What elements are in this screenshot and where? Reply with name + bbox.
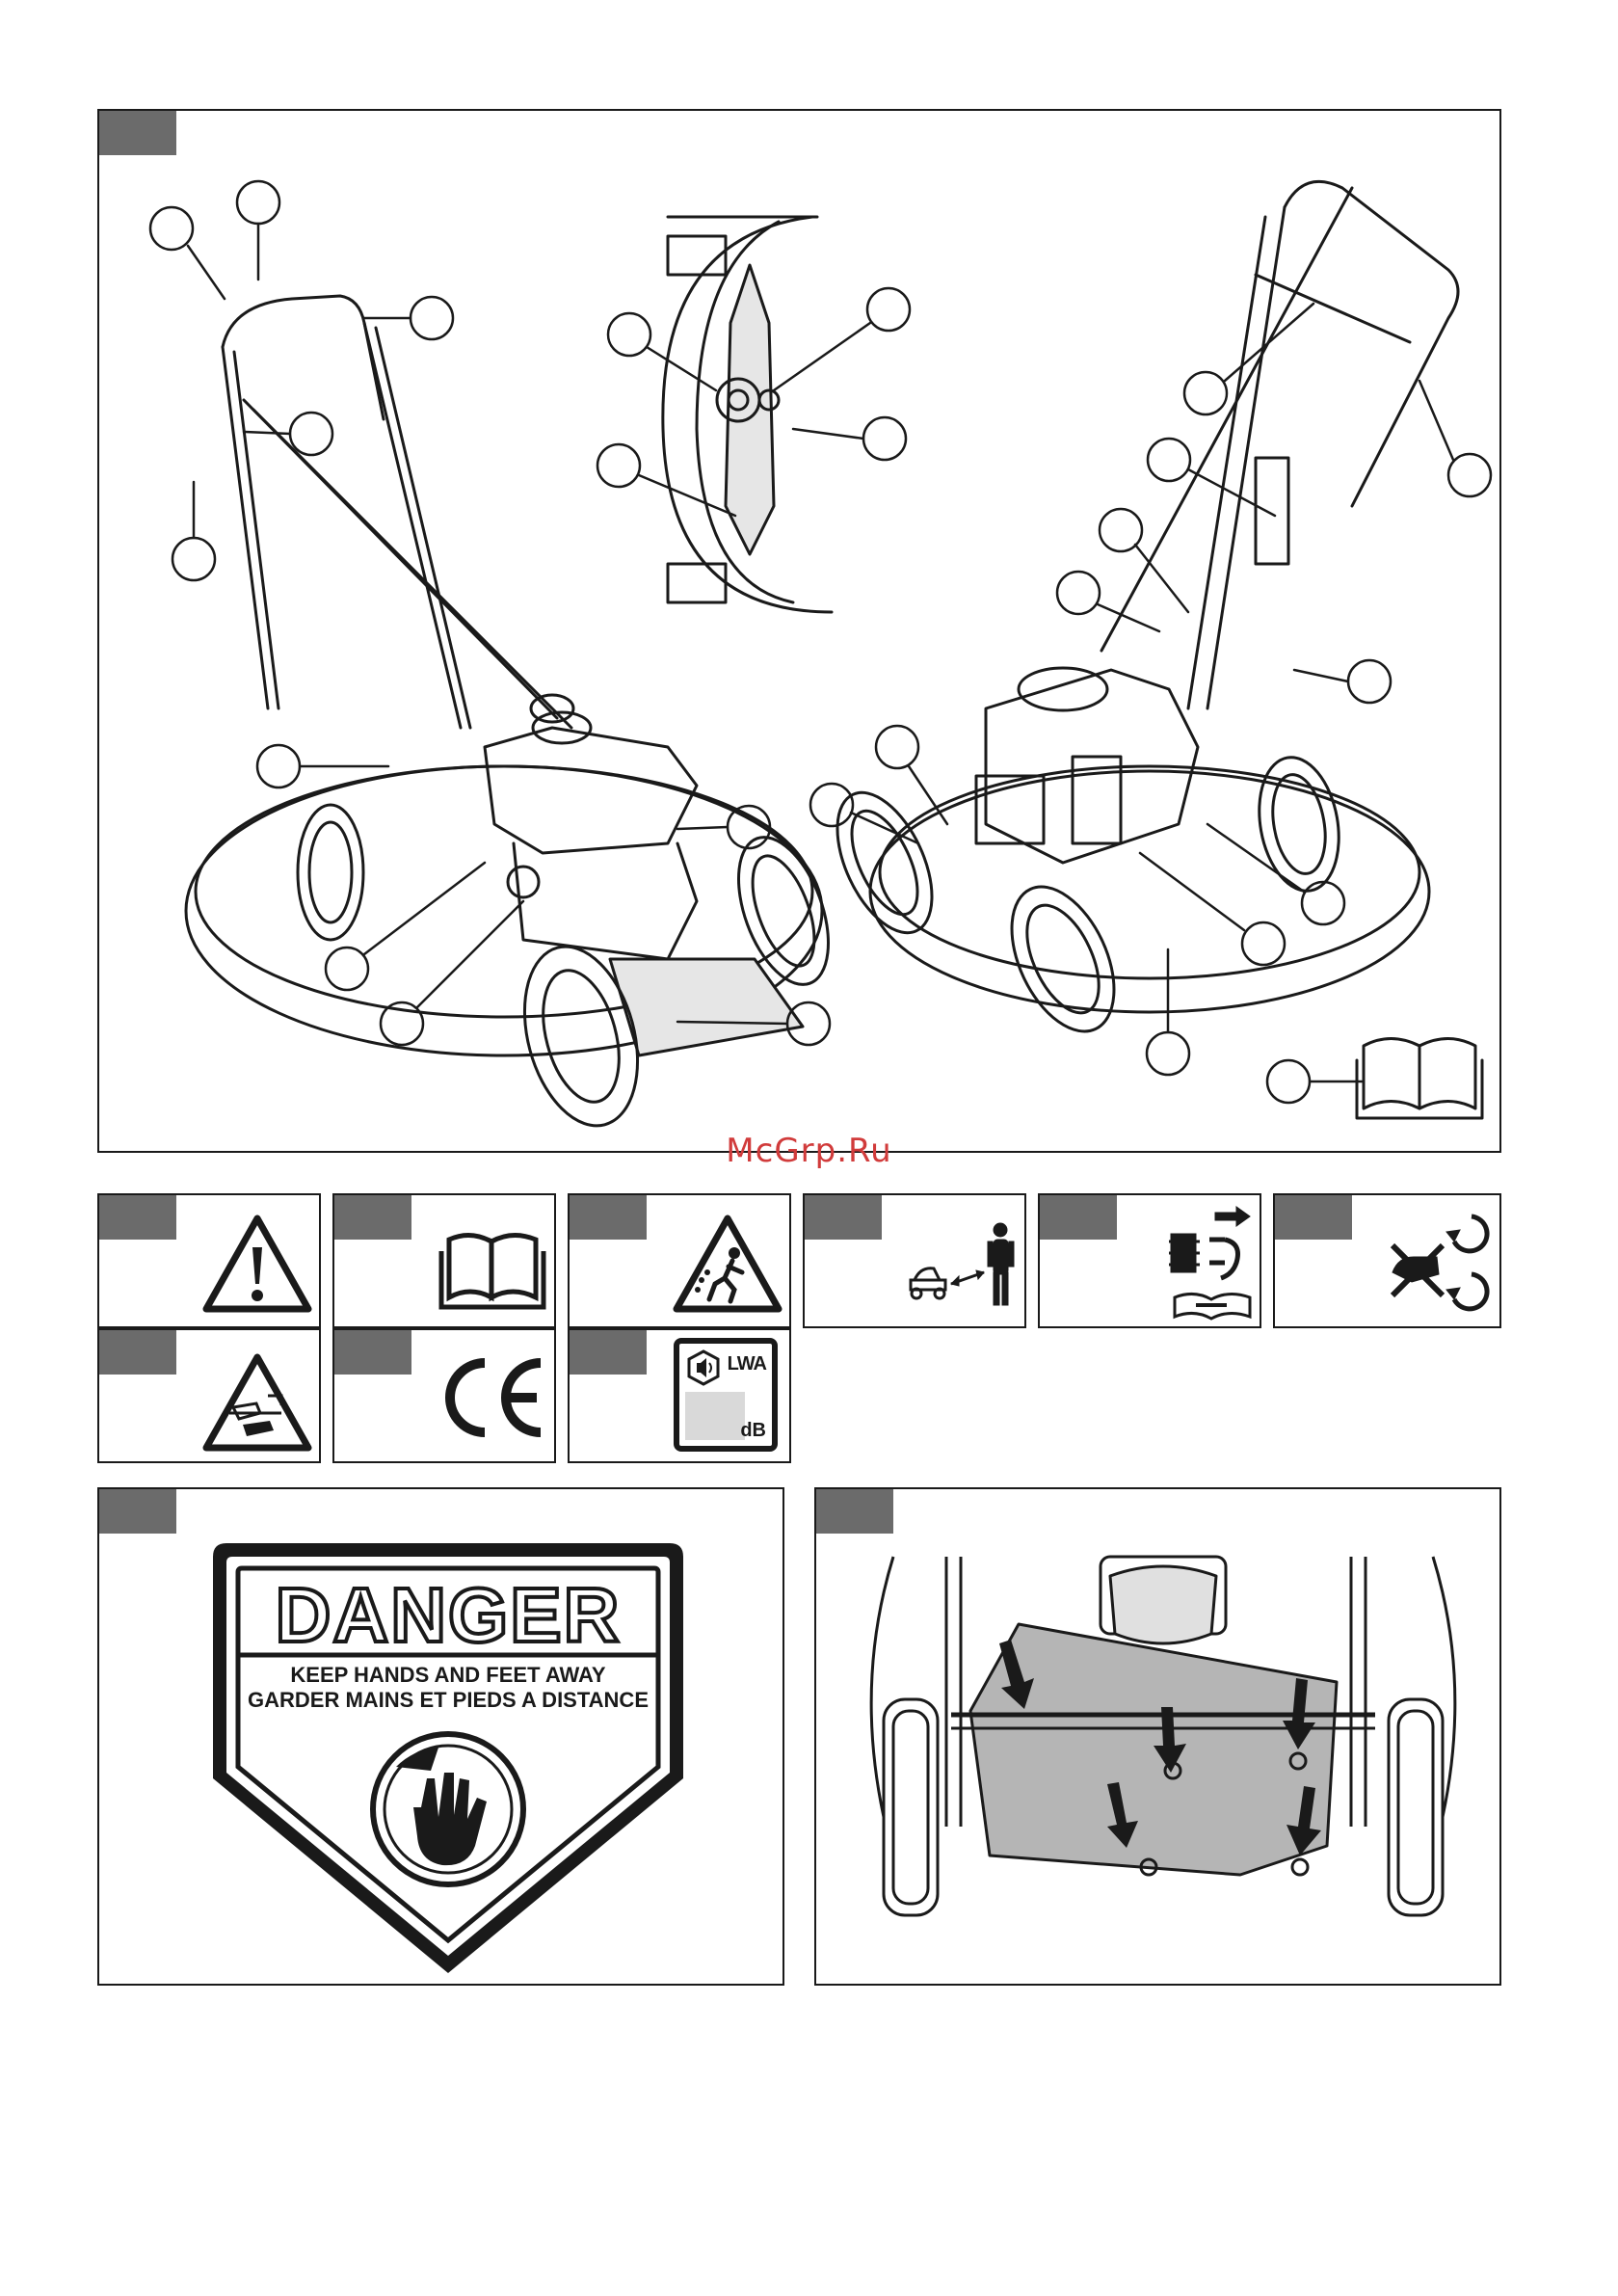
symbol-tab [805, 1195, 882, 1240]
symbol-tab [1275, 1195, 1352, 1240]
thrown-objects-warning-icon [671, 1213, 784, 1315]
figure-tab [99, 1489, 176, 1534]
symbol-box-cutting-hand [97, 1328, 321, 1463]
symbol-tab [99, 1195, 176, 1240]
db-label: dB [740, 1420, 766, 1442]
open-book-icon [436, 1230, 549, 1313]
symbol-box-ce [332, 1328, 556, 1463]
mower-illustration [99, 111, 1499, 1151]
mower-rear-view [818, 181, 1458, 1047]
keep-bystanders-away-icon [901, 1220, 1021, 1317]
blade-detail-view [663, 217, 832, 612]
danger-title: DANGER [276, 1572, 622, 1658]
sound-hexagon-icon [685, 1349, 722, 1386]
ce-mark-icon [437, 1355, 548, 1440]
symbol-tab [334, 1330, 411, 1375]
figure-tab [99, 111, 176, 155]
watermark: McGrp.Ru [0, 1132, 1618, 1170]
symbol-box-maintenance [1038, 1193, 1261, 1328]
callout-markers [150, 181, 1491, 1103]
symbol-box-warning [97, 1193, 321, 1328]
symbol-tab [99, 1330, 176, 1375]
symbol-box-keep-distance [803, 1193, 1026, 1328]
symbol-box-thrown-objects [568, 1193, 791, 1328]
symbol-box-rotating-blade [1273, 1193, 1501, 1328]
figure-underside-view [814, 1487, 1501, 1986]
symbol-box-noise-level: LWA dB [568, 1328, 791, 1463]
symbol-tab [570, 1195, 647, 1240]
symbol-tab [1040, 1195, 1117, 1240]
lwa-label: LWA [728, 1353, 766, 1375]
figure-danger-label: DANGER KEEP HANDS AND FEET AWAY GARDER M… [97, 1487, 784, 1986]
cutting-hand-warning-icon [200, 1351, 314, 1454]
figure-tab [816, 1489, 893, 1534]
danger-line-french: GARDER MAINS ET PIEDS A DISTANCE [248, 1688, 649, 1712]
noise-level-label: LWA dB [674, 1338, 778, 1452]
read-manual-icon [1357, 1039, 1482, 1119]
spark-plug-disconnect-icon [1167, 1205, 1256, 1322]
danger-line-english: KEEP HANDS AND FEET AWAY [290, 1663, 606, 1687]
underside-illustration [855, 1537, 1472, 1942]
symbol-tab [570, 1330, 647, 1375]
symbol-tab [334, 1195, 411, 1240]
danger-sign: DANGER KEEP HANDS AND FEET AWAY GARDER M… [207, 1537, 689, 1981]
rotating-blade-hand-icon [1379, 1203, 1493, 1322]
noise-value-field [685, 1392, 745, 1440]
figure-mower-overview [97, 109, 1501, 1153]
warning-triangle-icon [200, 1213, 314, 1315]
symbol-box-manual [332, 1193, 556, 1328]
